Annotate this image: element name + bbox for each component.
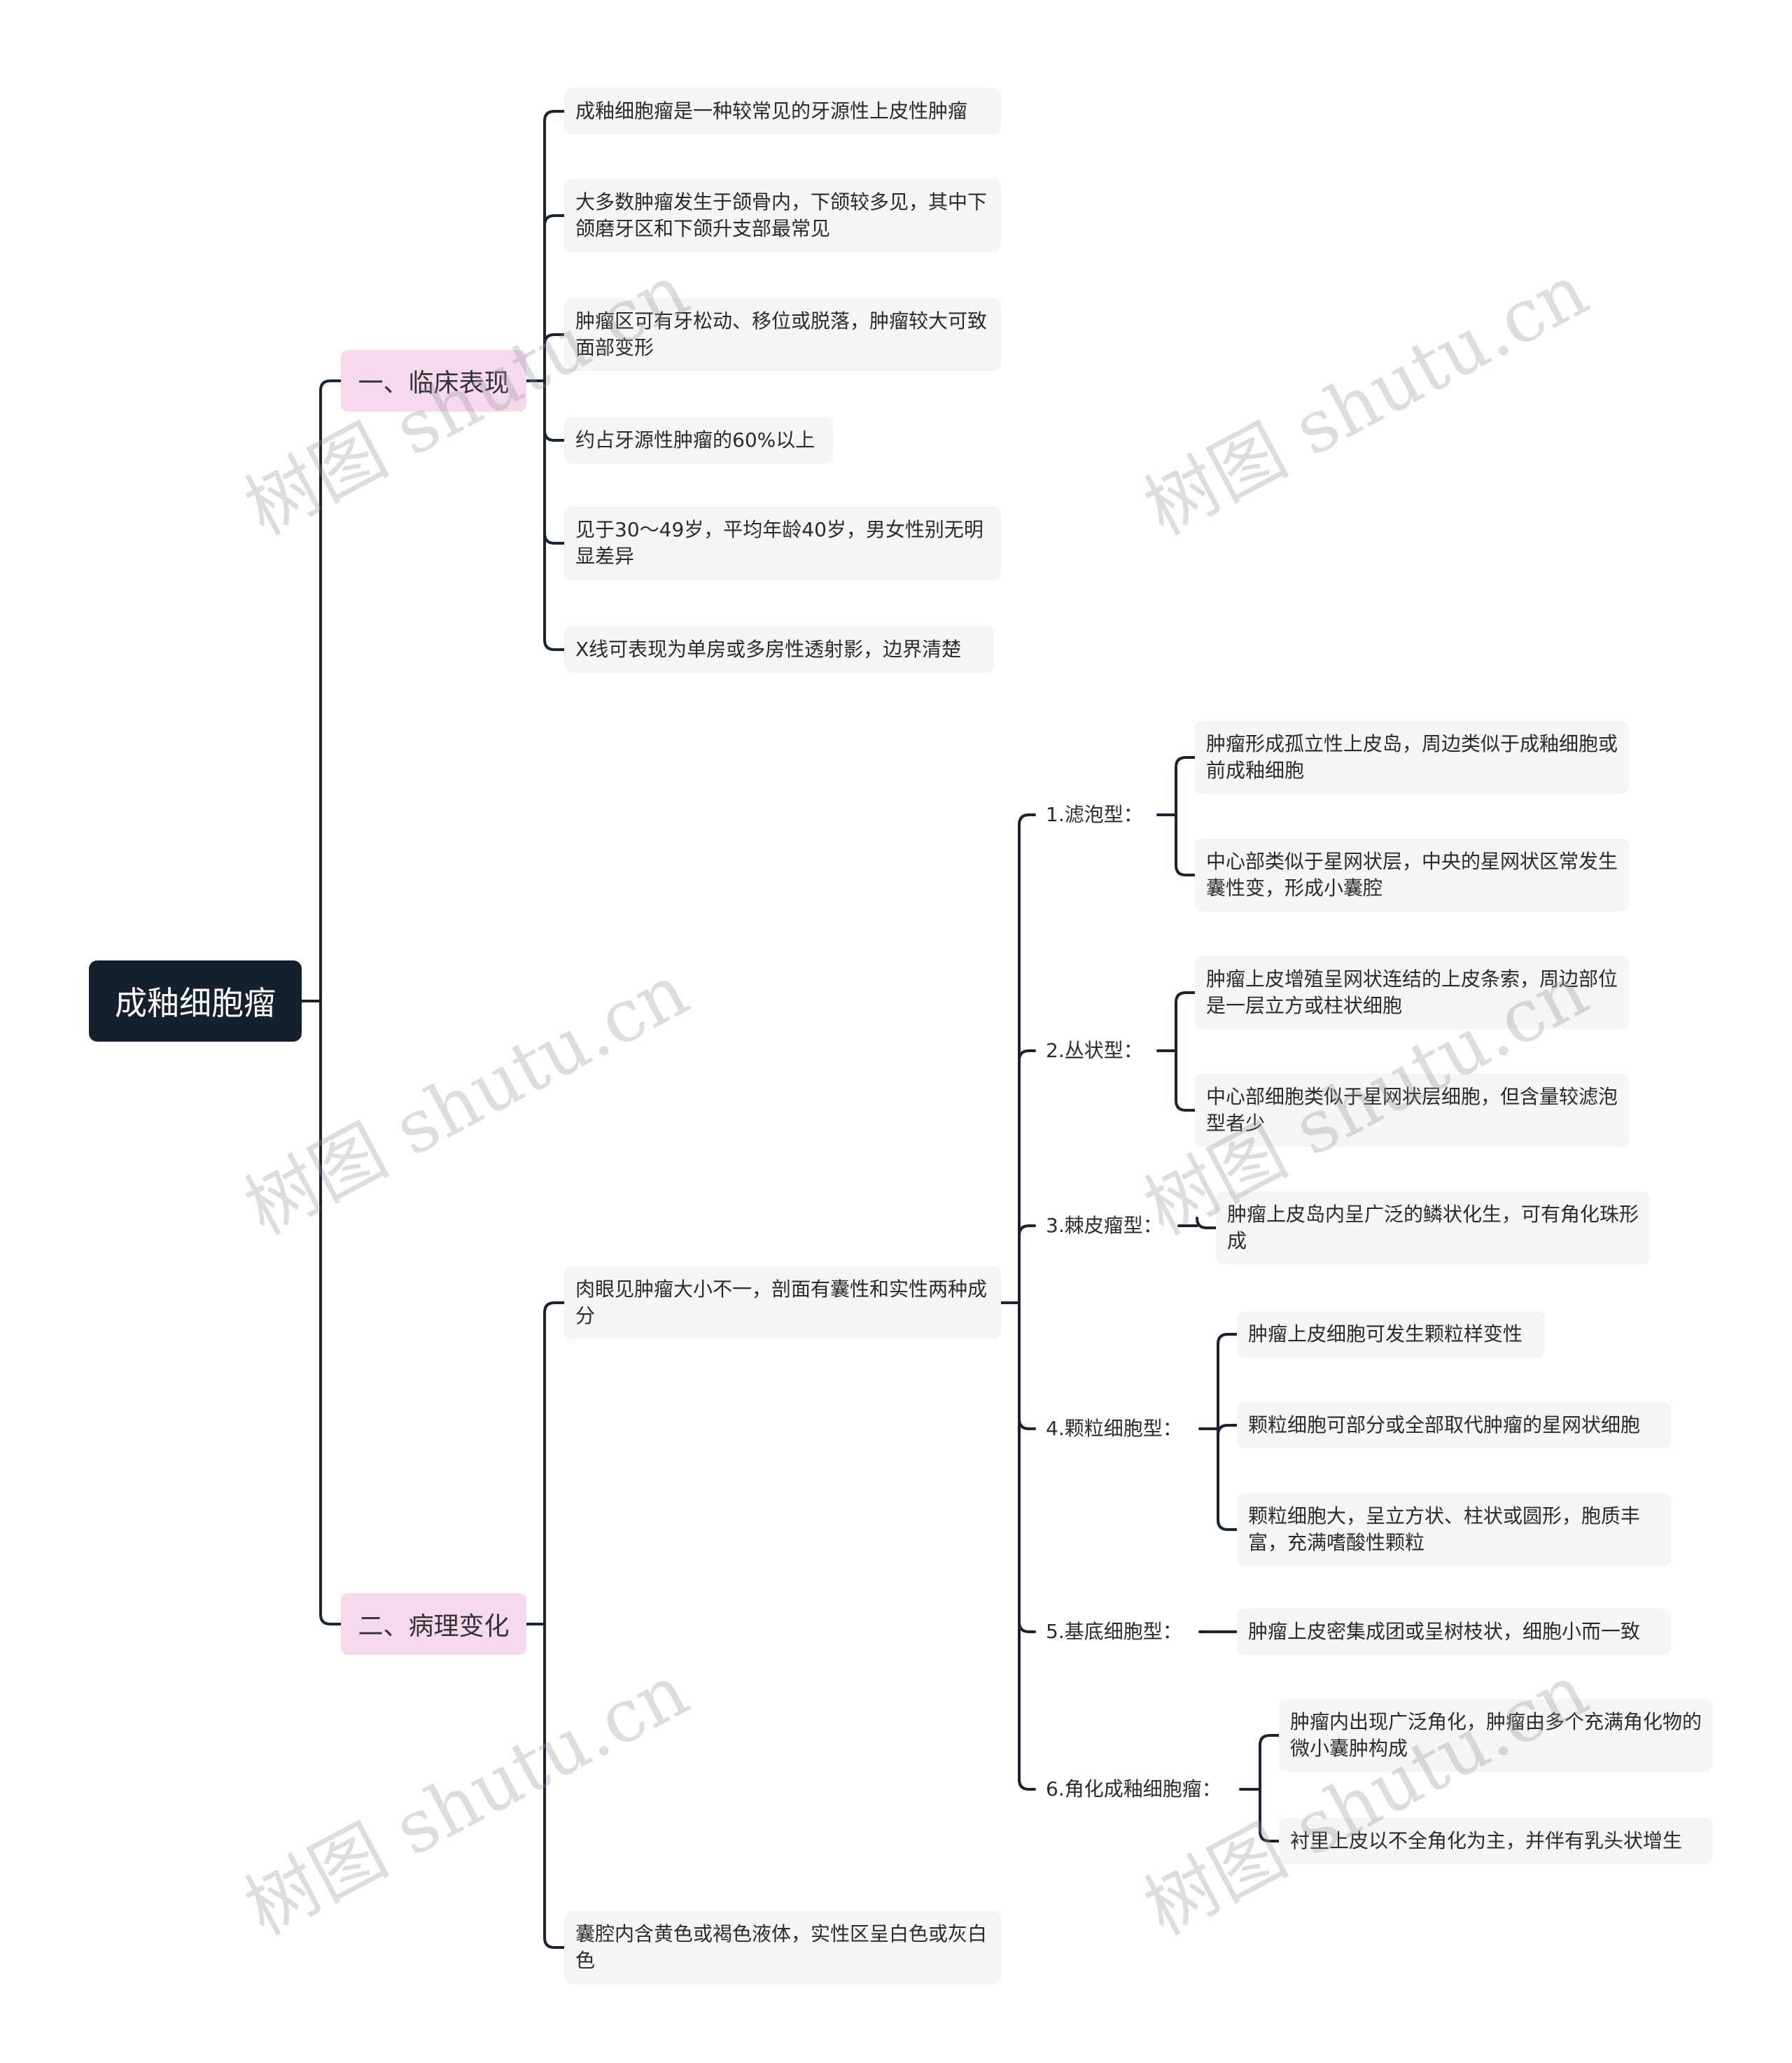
pathology-gross-2[interactable]: 囊腔内含黄色或褐色液体，实性区呈白色或灰白色 xyxy=(564,1911,1001,1984)
branch-pathology[interactable]: 二、病理变化 xyxy=(341,1593,526,1655)
connector xyxy=(1239,1734,1280,1842)
type-follicular[interactable]: 1.滤泡型： xyxy=(1046,803,1143,826)
clinical-item[interactable]: 肿瘤区可有牙松动、移位或脱落，肿瘤较大可致面部变形 xyxy=(564,298,1001,371)
pathology-gross-1[interactable]: 肉眼见肿瘤大小不一，剖面有囊性和实性两种成分 xyxy=(564,1266,1001,1339)
granular-cell-item[interactable]: 颗粒细胞大，呈立方状、柱状或圆形，胞质丰富，充满嗜酸性颗粒 xyxy=(1237,1493,1671,1566)
follicular-item[interactable]: 肿瘤形成孤立性上皮岛，周边类似于成釉细胞或前成釉细胞 xyxy=(1195,721,1629,794)
basal-cell-item[interactable]: 肿瘤上皮密集成团或呈树枝状，细胞小而一致 xyxy=(1237,1609,1671,1655)
clinical-item[interactable]: X线可表现为单房或多房性透射影，边界清楚 xyxy=(564,627,994,673)
granular-cell-item[interactable]: 肿瘤上皮细胞可发生颗粒样变性 xyxy=(1237,1311,1545,1357)
clinical-item[interactable]: 大多数肿瘤发生于颌骨内，下颌较多见，其中下颌磨牙区和下颌升支部最常见 xyxy=(564,179,1001,252)
connector xyxy=(525,1301,566,1949)
connector xyxy=(300,379,342,1625)
keratoameloblastoma-item[interactable]: 衬里上皮以不全角化为主，并伴有乳头状增生 xyxy=(1279,1818,1713,1864)
type-acanthomatous[interactable]: 3.棘皮瘤型： xyxy=(1046,1214,1163,1237)
clinical-item[interactable]: 约占牙源性肿瘤的60%以上 xyxy=(564,417,833,463)
type-keratoameloblastoma[interactable]: 6.角化成釉细胞瘤： xyxy=(1046,1777,1222,1800)
connector xyxy=(1156,991,1196,1112)
type-basal-cell[interactable]: 5.基底细胞型： xyxy=(1046,1620,1182,1643)
clinical-item[interactable]: 成釉细胞瘤是一种较常见的牙源性上皮性肿瘤 xyxy=(564,88,1001,134)
follicular-item[interactable]: 中心部类似于星网状层，中央的星网状区常发生囊性变，形成小囊腔 xyxy=(1195,839,1629,911)
connector xyxy=(1000,813,1036,1791)
plexiform-item[interactable]: 肿瘤上皮增殖呈网状连结的上皮条索，周边部位是一层立方或柱状细胞 xyxy=(1195,956,1629,1029)
connector xyxy=(525,110,566,651)
connector xyxy=(1177,1217,1217,1229)
granular-cell-item[interactable]: 颗粒细胞可部分或全部取代肿瘤的星网状细胞 xyxy=(1237,1402,1671,1448)
connector xyxy=(1156,756,1196,876)
type-plexiform[interactable]: 2.丛状型： xyxy=(1046,1039,1143,1062)
acanthomatous-item[interactable]: 肿瘤上皮岛内呈广泛的鳞状化生，可有角化珠形成 xyxy=(1216,1191,1650,1264)
clinical-item[interactable]: 见于30～49岁，平均年龄40岁，男女性别无明显差异 xyxy=(564,507,1001,580)
type-granular-cell[interactable]: 4.颗粒细胞型： xyxy=(1046,1417,1182,1440)
connector xyxy=(1198,1333,1238,1531)
branch-clinical[interactable]: 一、临床表现 xyxy=(341,350,526,412)
plexiform-item[interactable]: 中心部细胞类似于星网状层细胞，但含量较滤泡型者少 xyxy=(1195,1074,1629,1147)
keratoameloblastoma-item[interactable]: 肿瘤内出现广泛角化，肿瘤由多个充满角化物的微小囊肿构成 xyxy=(1279,1699,1713,1772)
root-node[interactable]: 成釉细胞瘤 xyxy=(89,960,302,1042)
